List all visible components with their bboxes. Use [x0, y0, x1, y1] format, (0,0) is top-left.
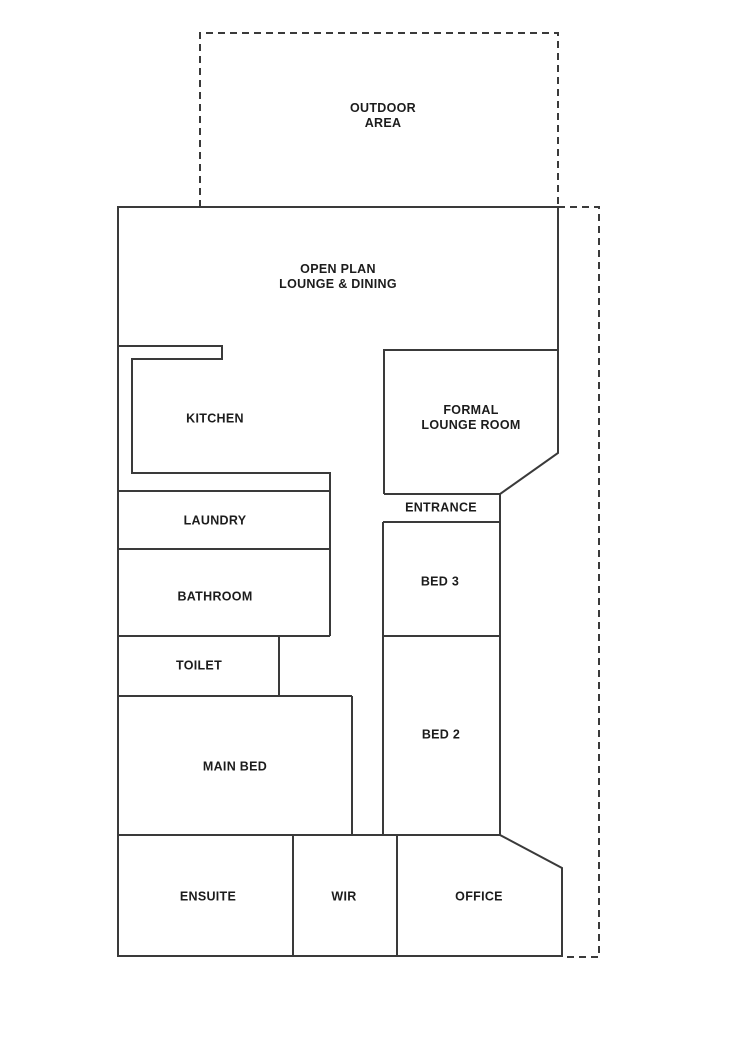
wall-kitchen-bench: [118, 345, 331, 491]
dashed-outdoor-area-boundary: [199, 32, 559, 207]
wall-building-outline: [117, 206, 563, 957]
wall-formal-lounge-left-top: [383, 349, 558, 494]
dashed-boundaries-group: [199, 32, 600, 958]
dashed-property-boundary: [558, 206, 600, 958]
walls-group: [117, 206, 563, 957]
